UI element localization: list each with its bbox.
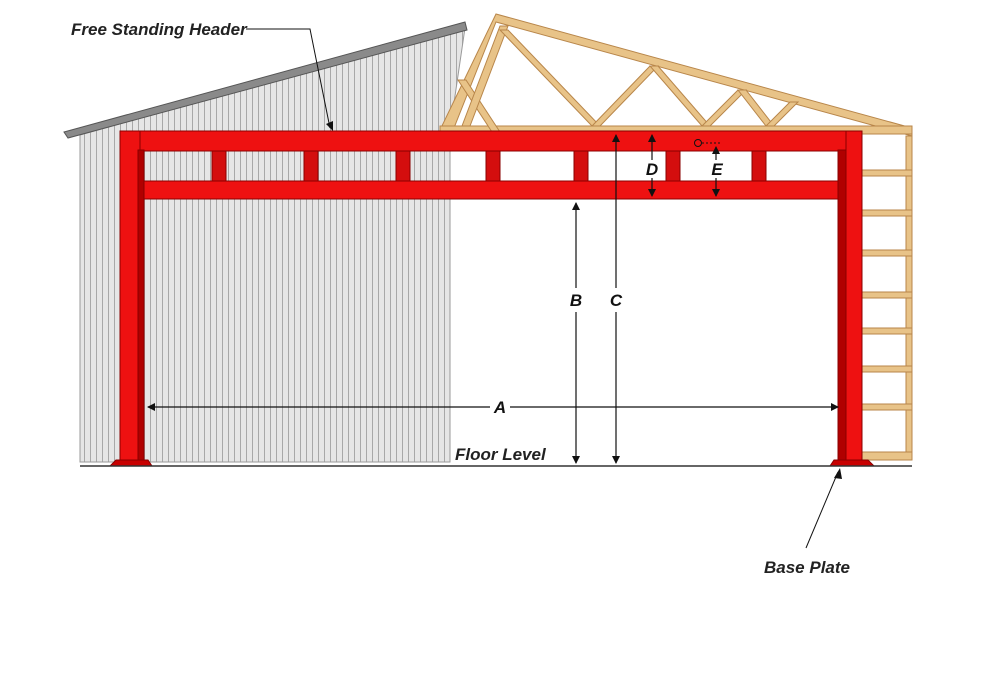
dimension-lines (147, 134, 839, 464)
roof-edge (63, 21, 468, 139)
floor-level-label: Floor Level (455, 445, 547, 464)
dim-b-label: B (570, 291, 582, 310)
base-plate-label: Base Plate (764, 558, 850, 577)
wood-framing (857, 135, 913, 461)
header-leader-arrow (326, 121, 333, 131)
base-plate-leader-arrow (834, 468, 842, 479)
bolt-marker (694, 139, 702, 147)
steel-header (108, 130, 876, 467)
dim-c-label: C (610, 291, 623, 310)
roof-truss (439, 13, 913, 139)
header-leader-line (246, 28, 331, 129)
dim-d-label: D (646, 160, 658, 179)
dim-a-label: A (493, 398, 506, 417)
dim-e-label: E (711, 160, 723, 179)
header-label: Free Standing Header (71, 20, 248, 39)
base-plate-leader-line (805, 471, 839, 549)
